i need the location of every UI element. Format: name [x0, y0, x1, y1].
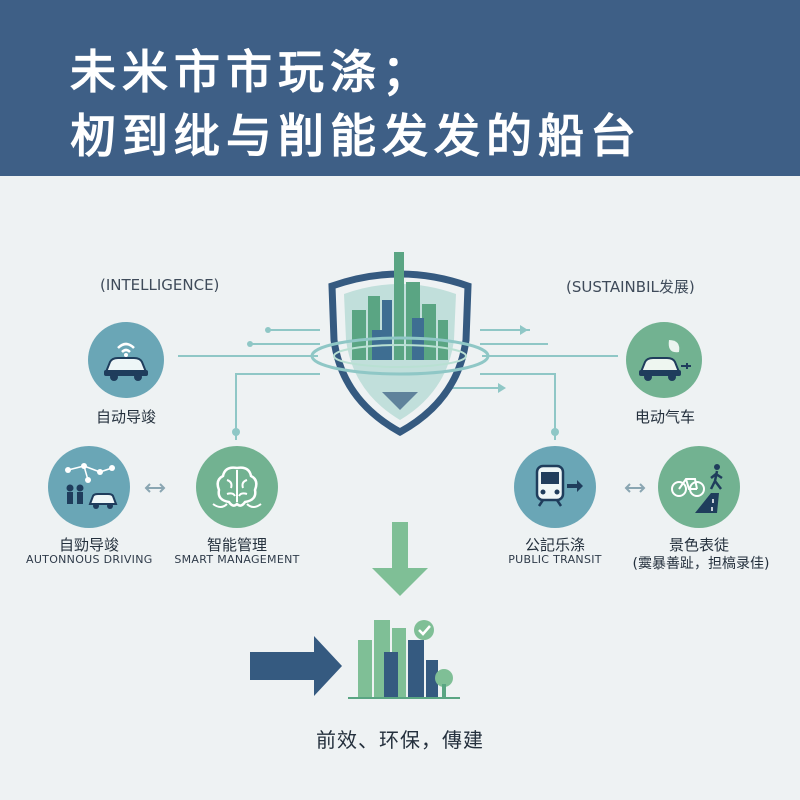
green-travel-sublabel: (霙暴善趾，担槁录佳) [632, 556, 770, 572]
car-wifi-icon [104, 342, 148, 381]
electric-car-node[interactable] [626, 322, 702, 398]
network-people-car-icon [65, 463, 118, 509]
smart-management-node[interactable] [196, 446, 278, 528]
network-driving-sublabel: AUTONNOUS DRIVING [26, 553, 153, 566]
bicycle-walker-icon [671, 464, 723, 513]
smart-management-sublabel: SMART MANAGEMENT [174, 553, 300, 566]
title-line-2: 杒到纰与削能发发的船台 [70, 109, 642, 163]
outcome-label: 前效、环保，傳建 [316, 728, 484, 752]
public-transit-label: 公記乐涤 [524, 536, 585, 554]
sustainability-section-label: (SUSTAINBIL发展) [566, 278, 695, 296]
right-arrow [250, 636, 342, 696]
green-travel-label: 景色表徒 [668, 536, 729, 554]
down-arrow [372, 522, 428, 596]
electric-car-icon [639, 340, 691, 381]
network-driving-node[interactable] [48, 446, 130, 528]
city-shield-emblem [310, 252, 490, 436]
brain-icon [212, 466, 262, 508]
header-banner: 未米市市玩涤； 杒到纰与削能发发的船台 [0, 0, 800, 176]
green-travel-node[interactable] [658, 446, 740, 528]
auto-driving-label: 自动导竣 [95, 408, 156, 426]
intelligence-section-label: (INTELLIGENCE) [100, 276, 220, 294]
electric-car-label: 电动气车 [634, 408, 695, 426]
public-transit-sublabel: PUBLIC TRANSIT [508, 553, 602, 566]
public-transit-node[interactable] [514, 446, 596, 528]
double-arrow-right [624, 483, 646, 493]
auto-driving-node[interactable] [88, 322, 164, 398]
title-line-1: 未米市市玩涤； [70, 45, 434, 99]
train-icon [535, 464, 583, 507]
network-driving-label: 自勁导竣 [58, 536, 119, 554]
green-city-icon [348, 620, 460, 699]
smart-management-label: 智能管理 [206, 536, 267, 554]
double-arrow-left [144, 483, 166, 493]
